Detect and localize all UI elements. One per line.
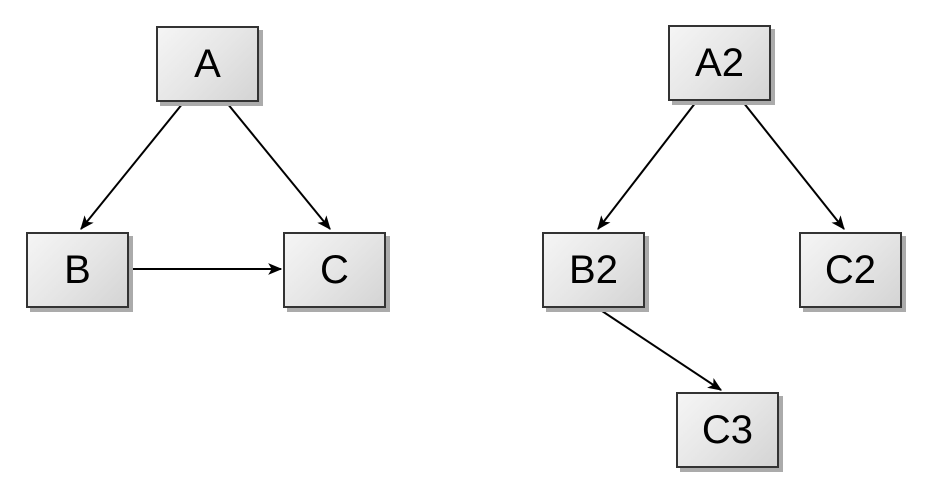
- edge-A-B: [80, 102, 184, 230]
- node-b-label: B: [64, 248, 91, 292]
- edge-B2-C3: [595, 306, 722, 391]
- edge-A2-B2: [597, 101, 697, 230]
- node-c2-label: C2: [824, 248, 877, 292]
- node-a-label: A: [194, 42, 221, 86]
- node-c-label: C: [320, 248, 349, 292]
- node-a[interactable]: A: [156, 26, 259, 102]
- node-c2[interactable]: C2: [799, 232, 902, 308]
- node-a2[interactable]: A2: [668, 25, 771, 101]
- node-b2-label: B2: [569, 248, 618, 292]
- node-c[interactable]: C: [283, 232, 386, 308]
- node-c3[interactable]: C3: [676, 392, 779, 468]
- edge-A2-C2: [742, 101, 845, 230]
- node-b2[interactable]: B2: [542, 232, 645, 308]
- node-a2-label: A2: [695, 41, 744, 85]
- node-b[interactable]: B: [26, 232, 129, 308]
- node-c3-label: C3: [701, 408, 754, 452]
- edge-A-C: [226, 102, 331, 230]
